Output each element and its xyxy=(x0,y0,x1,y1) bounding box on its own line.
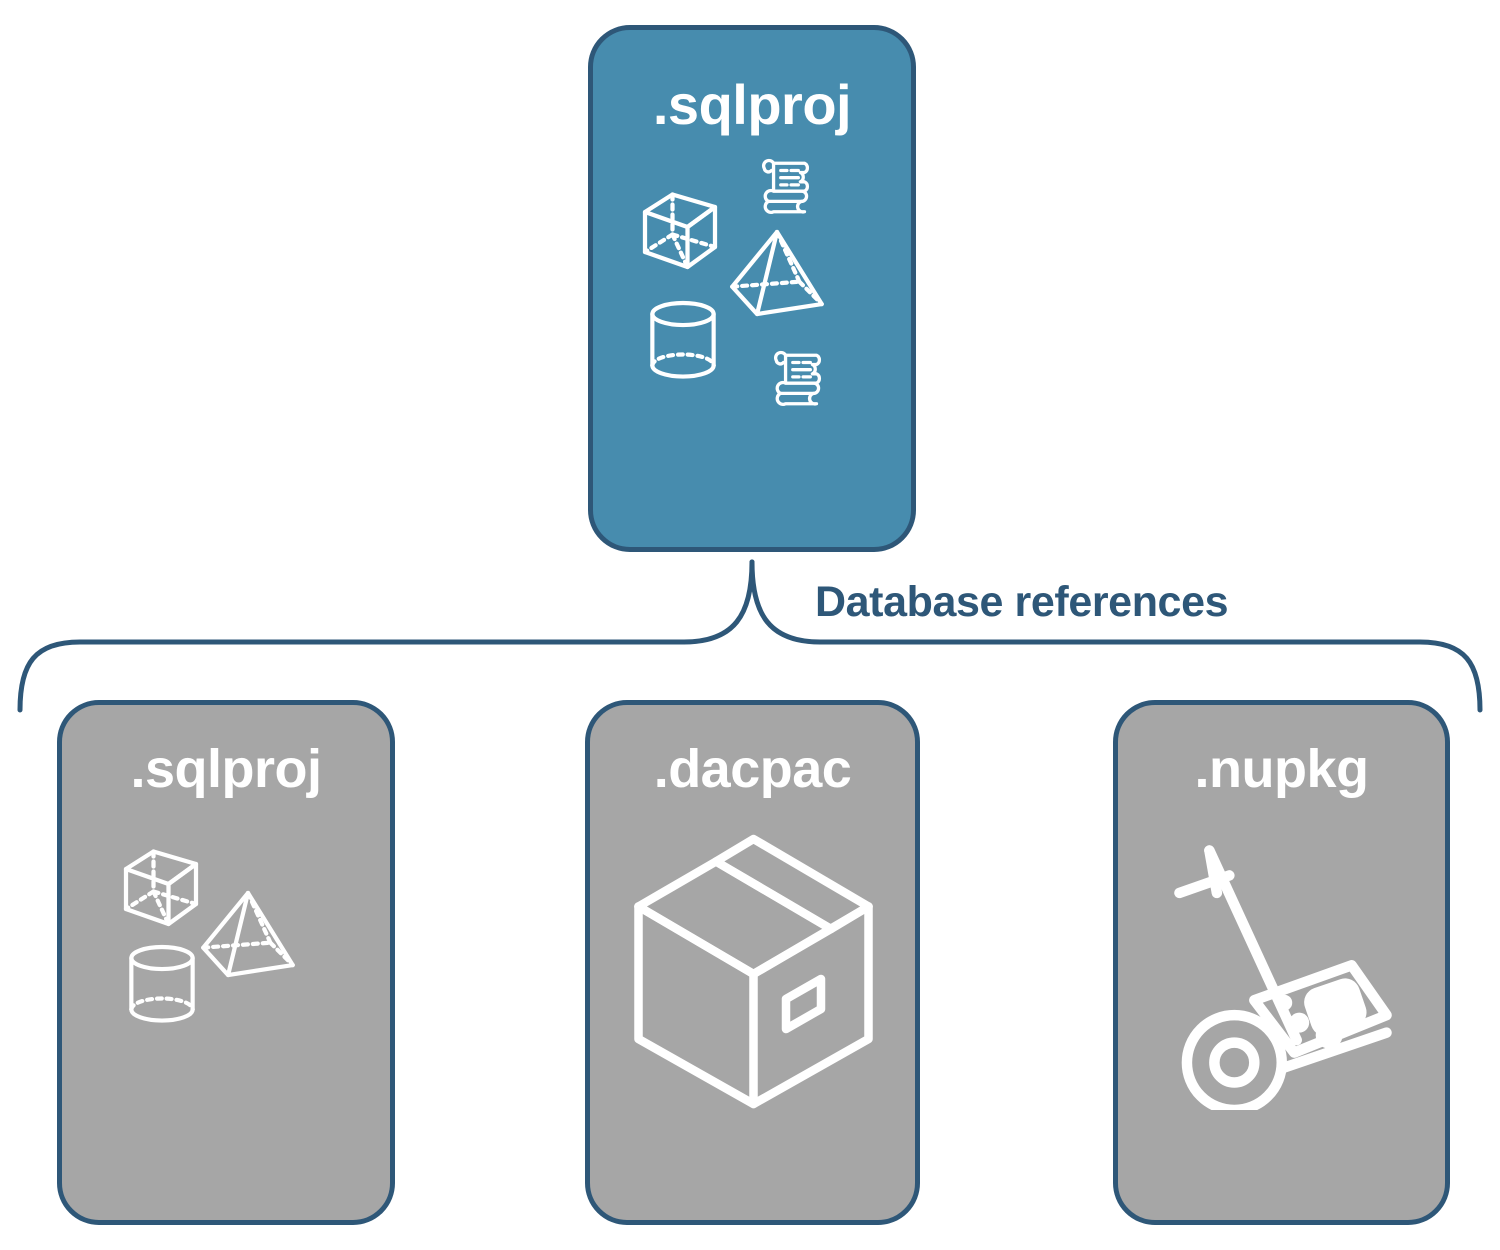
child-node-label-dacpac: .dacpac xyxy=(653,739,852,799)
root-node-card-sqlproj[interactable]: .sqlproj xyxy=(588,25,916,552)
child-node-icon-group-sqlproj xyxy=(86,820,366,1120)
pyramid-wireframe-icon xyxy=(730,229,824,317)
shipping-box-icon xyxy=(633,834,873,1109)
root-node-label: .sqlproj xyxy=(652,73,852,136)
cylinder-wireframe-icon xyxy=(650,300,716,379)
child-node-card-sqlproj[interactable]: .sqlproj xyxy=(57,700,395,1225)
cube-wireframe-icon xyxy=(123,849,199,927)
scroll-script-icon xyxy=(774,350,821,406)
child-node-icon-group-nupkg xyxy=(1142,820,1422,1120)
cylinder-wireframe-icon xyxy=(129,944,195,1023)
connector-label: Database references xyxy=(815,578,1229,626)
hand-truck-package-icon xyxy=(1173,845,1392,1110)
child-node-label-sqlproj: .sqlproj xyxy=(130,739,322,799)
root-node-icon-group xyxy=(627,155,877,425)
brace-connector xyxy=(17,559,1483,713)
scroll-script-icon xyxy=(762,158,809,214)
child-node-icon-group-dacpac xyxy=(613,820,893,1120)
pyramid-wireframe-icon xyxy=(201,890,295,978)
cube-wireframe-icon xyxy=(642,192,718,270)
child-node-label-nupkg: .nupkg xyxy=(1194,739,1369,799)
child-node-card-nupkg[interactable]: .nupkg xyxy=(1113,700,1450,1225)
child-node-card-dacpac[interactable]: .dacpac xyxy=(585,700,920,1225)
